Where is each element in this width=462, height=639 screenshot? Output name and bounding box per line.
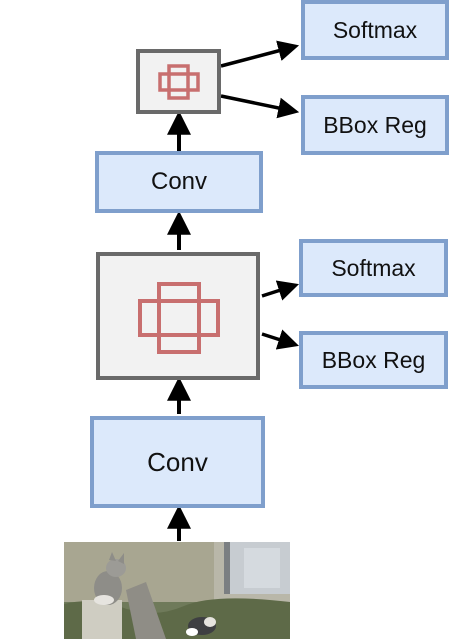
roi-pool-icon-large xyxy=(138,282,220,354)
roi-pool-box-large xyxy=(96,252,260,380)
roi-pool-box-small xyxy=(136,49,221,114)
softmax-label-upper: Softmax xyxy=(332,16,418,43)
conv-label-upper: Conv xyxy=(150,168,208,195)
input-image-cat-photo xyxy=(64,542,290,639)
bbox-reg-label-upper: BBox Reg xyxy=(323,111,427,138)
arrow-roi-large-to-bbox xyxy=(261,329,299,350)
bbox-reg-block-upper: BBox Reg xyxy=(301,95,449,155)
arrow-roi-large-to-softmax xyxy=(261,280,299,301)
cat-photo xyxy=(64,542,290,639)
arrow-roi-small-to-bbox xyxy=(220,94,300,119)
softmax-label-lower: Softmax xyxy=(331,254,416,281)
conv-label-lower: Conv xyxy=(147,446,208,477)
softmax-block-lower: Softmax xyxy=(299,239,448,297)
bbox-reg-block-lower: BBox Reg xyxy=(299,331,448,389)
conv-block-upper: Conv xyxy=(95,151,263,213)
arrow-roi-small-to-softmax xyxy=(220,40,300,68)
bbox-reg-label-lower: BBox Reg xyxy=(321,346,426,373)
roi-pool-icon-small xyxy=(158,64,200,100)
softmax-block-upper: Softmax xyxy=(301,0,449,60)
conv-block-lower: Conv xyxy=(90,416,265,508)
